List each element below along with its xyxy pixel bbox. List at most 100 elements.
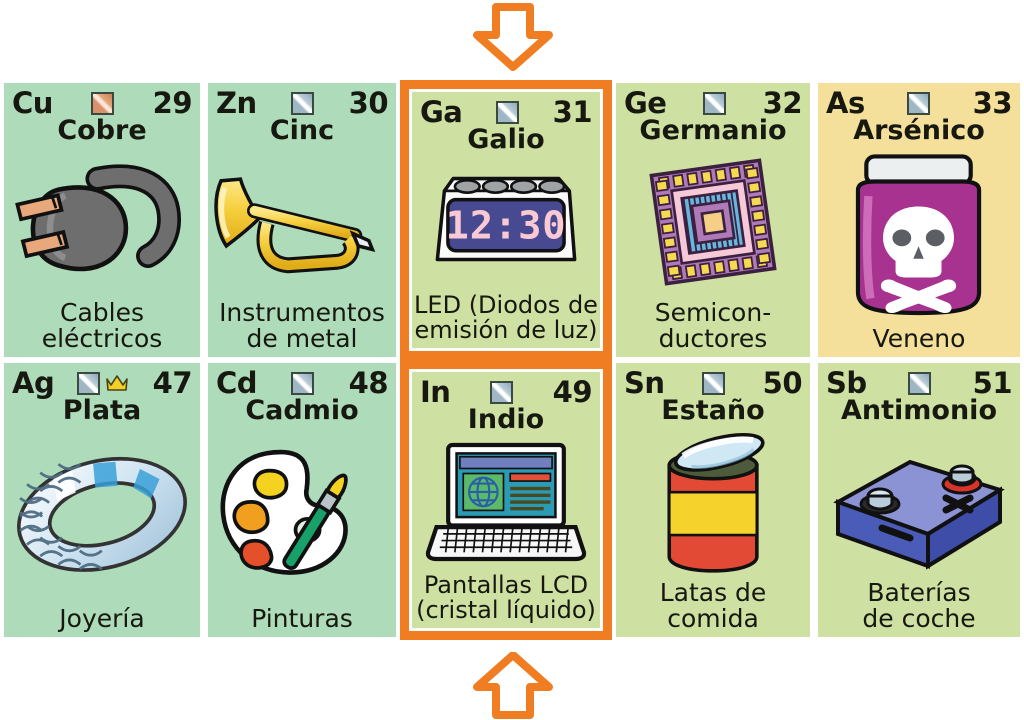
element-name: Germanio — [639, 115, 787, 146]
element-cell-zn[interactable]: Zn 30 Cinc Instrumentos de metal — [204, 80, 400, 360]
element-name: Galio — [467, 124, 545, 155]
element-header: Ag 47 — [4, 363, 200, 399]
car-battery-illustration — [818, 424, 1020, 580]
element-header: Zn 30 — [208, 83, 396, 119]
element-header: Cd 48 — [208, 363, 396, 399]
element-symbol: In — [420, 374, 451, 409]
element-cell-sn[interactable]: Sn 50 Estaño Latas de comida — [612, 360, 814, 640]
electrical-plug-illustration — [4, 144, 200, 300]
element-symbol: Sb — [826, 365, 867, 400]
element-body: Zn 30 Cinc Instrumentos de metal — [208, 83, 396, 357]
element-use-label: LED (Diodos de emisión de luz) — [414, 291, 598, 344]
element-state-icons — [54, 371, 152, 395]
element-cell-cu[interactable]: Cu 29 Cobre Cables eléctricos — [0, 80, 204, 360]
element-use-label: Latas de comida — [659, 578, 767, 633]
metal-swatch-icon — [702, 371, 726, 395]
element-grid: Cu 29 Cobre Cables eléctricos — [0, 80, 1024, 640]
copper-swatch-icon — [91, 91, 115, 115]
atomic-number: 47 — [152, 365, 193, 400]
element-state-icons — [666, 91, 762, 115]
atomic-number: 48 — [348, 365, 389, 400]
element-use-label: Cables eléctricos — [41, 298, 163, 353]
arrow-down-icon — [470, 2, 556, 72]
element-name: Estaño — [661, 395, 765, 426]
element-header: Cu 29 — [4, 83, 200, 119]
element-cell-ge[interactable]: Ge 32 Germanio — [612, 80, 814, 360]
element-state-icons — [53, 91, 153, 115]
element-state-icons — [665, 371, 763, 395]
metal-swatch-icon — [496, 100, 519, 124]
metal-swatch-icon — [907, 91, 931, 115]
atomic-number: 51 — [972, 365, 1013, 400]
metal-swatch-icon — [908, 371, 932, 395]
element-name: Plata — [62, 395, 142, 426]
element-symbol: Cd — [216, 365, 258, 400]
food-can-illustration — [616, 424, 810, 580]
element-use-label: Pinturas — [251, 603, 353, 633]
element-body: Sn 50 Estaño Latas de comida — [616, 363, 810, 637]
element-header: As 33 — [818, 83, 1020, 119]
element-cell-as[interactable]: As 33 Arsénico Veneno — [814, 80, 1024, 360]
element-symbol: Ag — [12, 365, 55, 400]
element-cell-sb[interactable]: Sb 51 Antimonio — [814, 360, 1024, 640]
element-use-label: Instrumentos de metal — [219, 298, 385, 353]
atomic-number: 50 — [762, 365, 803, 400]
element-state-icons — [257, 371, 349, 395]
element-state-icons — [867, 371, 973, 395]
laptop-illustration — [412, 433, 600, 573]
element-use-label: Veneno — [872, 323, 966, 353]
element-use-label: Baterías de coche — [862, 578, 976, 633]
trumpet-illustration — [208, 144, 396, 300]
element-state-icons — [462, 100, 552, 124]
led-clock-illustration: 12:30 — [412, 153, 600, 293]
element-body: Ge 32 Germanio — [616, 83, 810, 357]
atomic-number: 33 — [972, 85, 1013, 120]
metal-swatch-icon — [490, 380, 514, 404]
element-state-icons — [450, 380, 552, 404]
element-cell-in[interactable]: In 49 Indio — [400, 360, 612, 640]
svg-text:12:30: 12:30 — [446, 204, 567, 249]
paint-palette-illustration — [208, 424, 396, 606]
element-cell-ga[interactable]: Ga 31 Galio 12:30 LED (Diodos de emisió — [400, 80, 612, 360]
metal-swatch-icon — [291, 91, 315, 115]
element-name: Antimonio — [841, 395, 997, 426]
element-state-icons — [865, 91, 973, 115]
microchip-illustration — [616, 144, 810, 300]
metal-swatch-icon — [77, 371, 101, 395]
element-cell-ag[interactable]: Ag 47 Plata — [0, 360, 204, 640]
element-symbol: Sn — [624, 365, 665, 400]
element-body: Cu 29 Cobre Cables eléctricos — [4, 83, 200, 357]
element-name: Cobre — [57, 115, 147, 146]
element-body: In 49 Indio — [412, 372, 600, 628]
element-symbol: Zn — [216, 85, 257, 120]
element-symbol: Ge — [624, 85, 667, 120]
element-symbol: As — [826, 85, 865, 120]
atomic-number: 30 — [348, 85, 389, 120]
element-symbol: Cu — [12, 85, 53, 120]
element-symbol: Ga — [420, 94, 463, 129]
atomic-number: 29 — [152, 85, 193, 120]
crown-icon — [105, 373, 129, 393]
element-body: Ga 31 Galio 12:30 LED (Diodos de emisió — [412, 92, 600, 348]
atomic-number: 49 — [552, 374, 593, 409]
poison-jar-illustration — [818, 144, 1020, 326]
element-header: In 49 — [412, 372, 600, 408]
element-body: As 33 Arsénico Veneno — [818, 83, 1020, 357]
element-header: Ga 31 — [412, 92, 600, 128]
element-cell-cd[interactable]: Cd 48 Cadmio Pinturas — [204, 360, 400, 640]
atomic-number: 31 — [552, 94, 593, 129]
element-body: Cd 48 Cadmio Pinturas — [208, 363, 396, 637]
metal-swatch-icon — [291, 371, 315, 395]
atomic-number: 32 — [762, 85, 803, 120]
element-state-icons — [257, 91, 349, 115]
element-use-label: Semicon- ductores — [654, 298, 772, 353]
element-header: Sb 51 — [818, 363, 1020, 399]
element-name: Cadmio — [245, 395, 359, 426]
silver-ring-illustration — [4, 424, 200, 606]
element-name: Indio — [467, 404, 545, 435]
element-name: Cinc — [269, 115, 335, 146]
element-name: Arsénico — [853, 115, 985, 146]
arrow-up-icon — [470, 652, 556, 720]
element-use-label: Pantallas LCD (cristal líquido) — [416, 571, 596, 624]
